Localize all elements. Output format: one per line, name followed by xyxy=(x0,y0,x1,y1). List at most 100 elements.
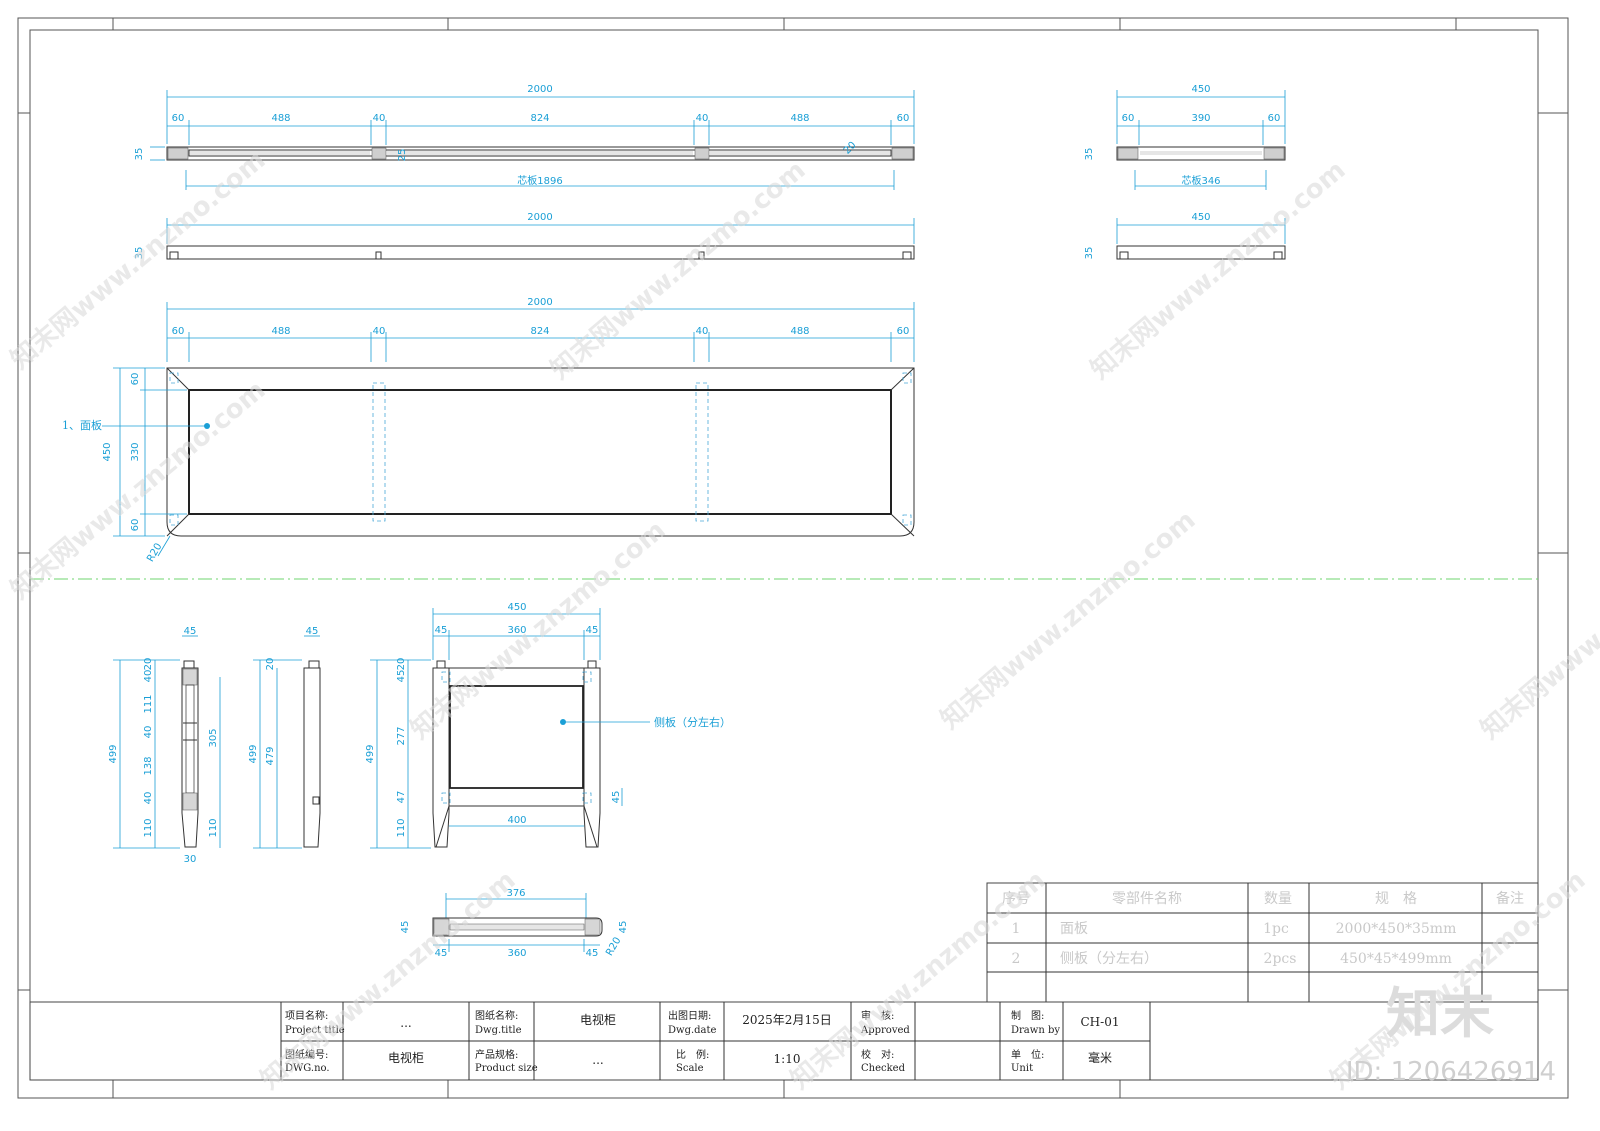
top-section-view: 2000 60 488 40 824 40 488 60 35 xyxy=(134,84,915,190)
side-top-thickness-dim: 35 xyxy=(1084,148,1095,161)
side-panel-vseg-2: 45 xyxy=(396,670,407,683)
tb-size-label-en: Product size xyxy=(475,1063,538,1074)
panel-seg-1: 60 xyxy=(172,326,185,337)
leg-vseg-6: 40 xyxy=(143,792,154,805)
tb-checked-label: 校 对: xyxy=(861,1048,894,1061)
panel-height-dim: 450 xyxy=(102,442,113,461)
bom-header-spec: 规 格 xyxy=(1375,891,1417,907)
side-front-view: 450 35 xyxy=(1084,212,1286,260)
tb-scale-label-en: Scale xyxy=(676,1063,704,1074)
panel-seg-7: 60 xyxy=(897,326,910,337)
side-panel-view: 450 45 360 45 499 20 45 277 47 110 400 xyxy=(365,602,731,849)
tb-size-label: 产品规格: xyxy=(475,1048,518,1061)
top-seg-6: 488 xyxy=(790,113,809,124)
tb-approved-label-en: Approved xyxy=(860,1025,910,1036)
front-elevation-view: 2000 35 xyxy=(134,212,915,260)
panel-segment-ticks xyxy=(188,332,892,362)
panel-seg-3: 40 xyxy=(373,326,386,337)
top-seg-7: 60 xyxy=(897,113,910,124)
tb-no-label: 图纸编号: xyxy=(285,1048,328,1061)
bom-header-name: 零部件名称 xyxy=(1112,891,1182,907)
watermark-text-1: 知末网www.znzmo.com xyxy=(5,145,271,375)
rail-section-view: 376 45 360 45 45 45 R20 xyxy=(400,888,629,959)
side-top-core-dim: 芯板346 xyxy=(1181,174,1220,187)
bom-row1-name: 面板 xyxy=(1060,921,1088,937)
leg-vseg-5: 138 xyxy=(143,756,154,775)
tb-unit-label-en: Unit xyxy=(1011,1063,1033,1074)
rail-height-right: 45 xyxy=(618,921,629,934)
bom-header-qty: 数量 xyxy=(1264,891,1292,907)
side-top-overall-dim: 450 xyxy=(1191,84,1210,95)
panel-callout: 1、面板 xyxy=(62,418,102,432)
rail-bottom-1: 45 xyxy=(435,948,448,959)
watermark-logo: 知末 xyxy=(1386,982,1494,1045)
rail-top-dim: 376 xyxy=(506,888,525,899)
top-section-hatch xyxy=(167,147,914,160)
leg-height-dim: 499 xyxy=(108,744,119,763)
tb-scale-value: 1:10 xyxy=(774,1052,801,1066)
watermark-text-6: 知末网www.znzmo.com xyxy=(935,505,1201,735)
leg-width-dim: 45 xyxy=(184,626,197,637)
tb-drawn-label-en: Drawn by xyxy=(1011,1025,1060,1036)
side-top-seg-2: 390 xyxy=(1191,113,1210,124)
bom-header-no: 序号 xyxy=(1002,891,1030,907)
top-core-dim: 芯板1896 xyxy=(517,174,562,187)
side-panel-callout-dot xyxy=(560,719,566,725)
panel-seg-5: 40 xyxy=(696,326,709,337)
bom-row2-spec: 450*45*499mm xyxy=(1340,951,1452,967)
top-thickness-dim: 35 xyxy=(134,148,145,161)
tb-drawing-label: 图纸名称: xyxy=(475,1009,518,1022)
leg-side-view: 45 499 20 479 xyxy=(248,626,321,849)
tb-project-label: 项目名称: xyxy=(285,1009,328,1022)
panel-vseg-1: 60 xyxy=(130,373,141,386)
panel-vseg-2: 330 xyxy=(130,442,141,461)
front-overall-dim: 2000 xyxy=(527,212,552,223)
tb-drawing-label-en: Dwg.title xyxy=(475,1025,522,1036)
bom-header-note: 备注 xyxy=(1496,890,1524,907)
top-seg-5: 40 xyxy=(696,113,709,124)
top-overall-dim: 2000 xyxy=(527,84,552,95)
leg-bottom-dim: 30 xyxy=(184,854,197,865)
side-panel-rail-dim: 45 xyxy=(611,791,622,804)
watermark-text-4: 知末网www.znzmo.com xyxy=(5,375,271,605)
leg-vseg-7: 110 xyxy=(143,818,154,837)
bom-row1-spec: 2000*450*35mm xyxy=(1336,921,1457,937)
panel-radius-dim: R20 xyxy=(145,541,164,564)
bom-row1-qty: 1pc xyxy=(1263,921,1289,937)
rail-bottom-2: 360 xyxy=(507,948,526,959)
side-panel-seg-3: 45 xyxy=(586,625,599,636)
leg-side-inner-dim: 479 xyxy=(265,746,276,765)
panel-vseg-3: 60 xyxy=(130,519,141,532)
side-top-seg-3: 60 xyxy=(1268,113,1281,124)
leg-vseg-3: 111 xyxy=(143,694,154,713)
tb-drawn-label: 制 图: xyxy=(1011,1009,1044,1022)
tb-no-label-en: DWG.no. xyxy=(285,1063,330,1074)
leg-side-top-dim: 20 xyxy=(265,658,276,671)
tb-unit-value: 毫米 xyxy=(1088,1050,1112,1065)
tb-date-value: 2025年2月15日 xyxy=(742,1013,831,1027)
rail-bottom-3: 45 xyxy=(586,948,599,959)
rail-radius-dim: R20 xyxy=(604,935,623,958)
tb-checked-label-en: Checked xyxy=(861,1063,906,1074)
panel-overall-dim: 2000 xyxy=(527,297,552,308)
bom-row2-qty: 2pcs xyxy=(1264,951,1297,967)
side-panel-vseg-3: 277 xyxy=(396,726,407,745)
top-seg-3: 40 xyxy=(373,113,386,124)
tb-project-value: ... xyxy=(400,1016,411,1030)
tb-drawing-value: 电视柜 xyxy=(580,1012,616,1027)
leg-right-2: 110 xyxy=(208,818,219,837)
tb-no-value: 电视柜 xyxy=(388,1050,424,1065)
side-panel-vseg-4: 47 xyxy=(396,791,407,804)
tb-project-label-en: Project title xyxy=(285,1025,345,1036)
bom-row1-no: 1 xyxy=(1012,921,1021,937)
watermark-text-2: 知末网www.znzmo.com xyxy=(545,155,811,385)
side-panel-overall-dim: 450 xyxy=(507,602,526,613)
tb-date-label: 出图日期: xyxy=(668,1009,711,1022)
panel-plan-view: 2000 60 488 40 824 40 488 60 450 xyxy=(62,297,915,564)
panel-seg-4: 824 xyxy=(530,326,549,337)
side-panel-seg-2: 360 xyxy=(507,625,526,636)
side-panel-seg-1: 45 xyxy=(435,625,448,636)
side-panel-callout: 侧板（分左右） xyxy=(654,715,731,729)
side-panel-vseg-5: 110 xyxy=(396,818,407,837)
side-top-section: 450 60 390 60 35 芯板346 xyxy=(1084,84,1286,190)
